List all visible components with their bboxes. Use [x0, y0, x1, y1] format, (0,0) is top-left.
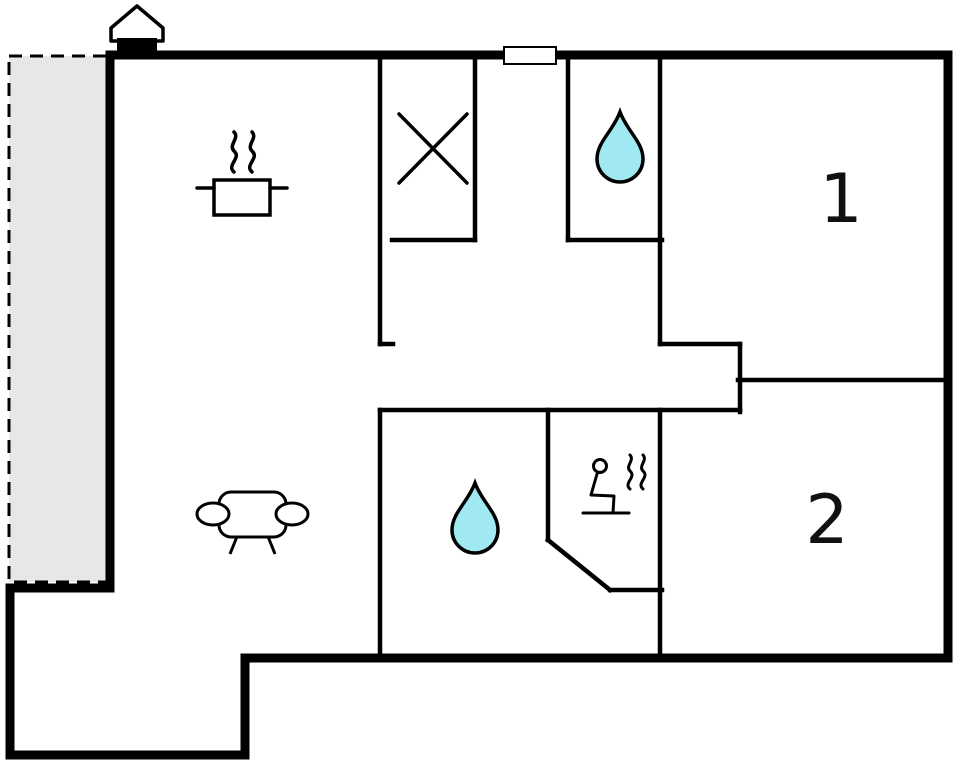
chimney-icon	[109, 4, 165, 52]
steam-icon	[639, 453, 647, 491]
exterior-walls	[5, 50, 953, 760]
water-drop-icon	[450, 477, 500, 555]
sauna-steam-icon	[581, 453, 647, 515]
sofa-icon	[195, 490, 310, 555]
pot-body	[212, 178, 272, 217]
entrance-door	[503, 46, 557, 65]
chimney-base	[117, 38, 157, 52]
x-stroke	[397, 112, 469, 185]
wardrobe-x-icon	[397, 112, 469, 185]
steam-icon	[248, 130, 256, 174]
room-2-label: 2	[805, 481, 848, 560]
stove-pot-icon	[195, 130, 289, 217]
terrace-area	[7, 54, 114, 584]
person-head	[592, 458, 608, 474]
steam-icon	[230, 130, 238, 174]
steam-icon	[626, 453, 634, 491]
sofa-armrest	[274, 501, 310, 527]
room-1-label: 1	[819, 160, 862, 239]
person-body	[589, 472, 616, 515]
sofa-armrest	[195, 501, 231, 527]
interior-walls	[377, 50, 951, 661]
chimney-roof	[109, 4, 165, 43]
water-drop-icon	[595, 106, 645, 184]
wall-segment	[544, 536, 614, 594]
